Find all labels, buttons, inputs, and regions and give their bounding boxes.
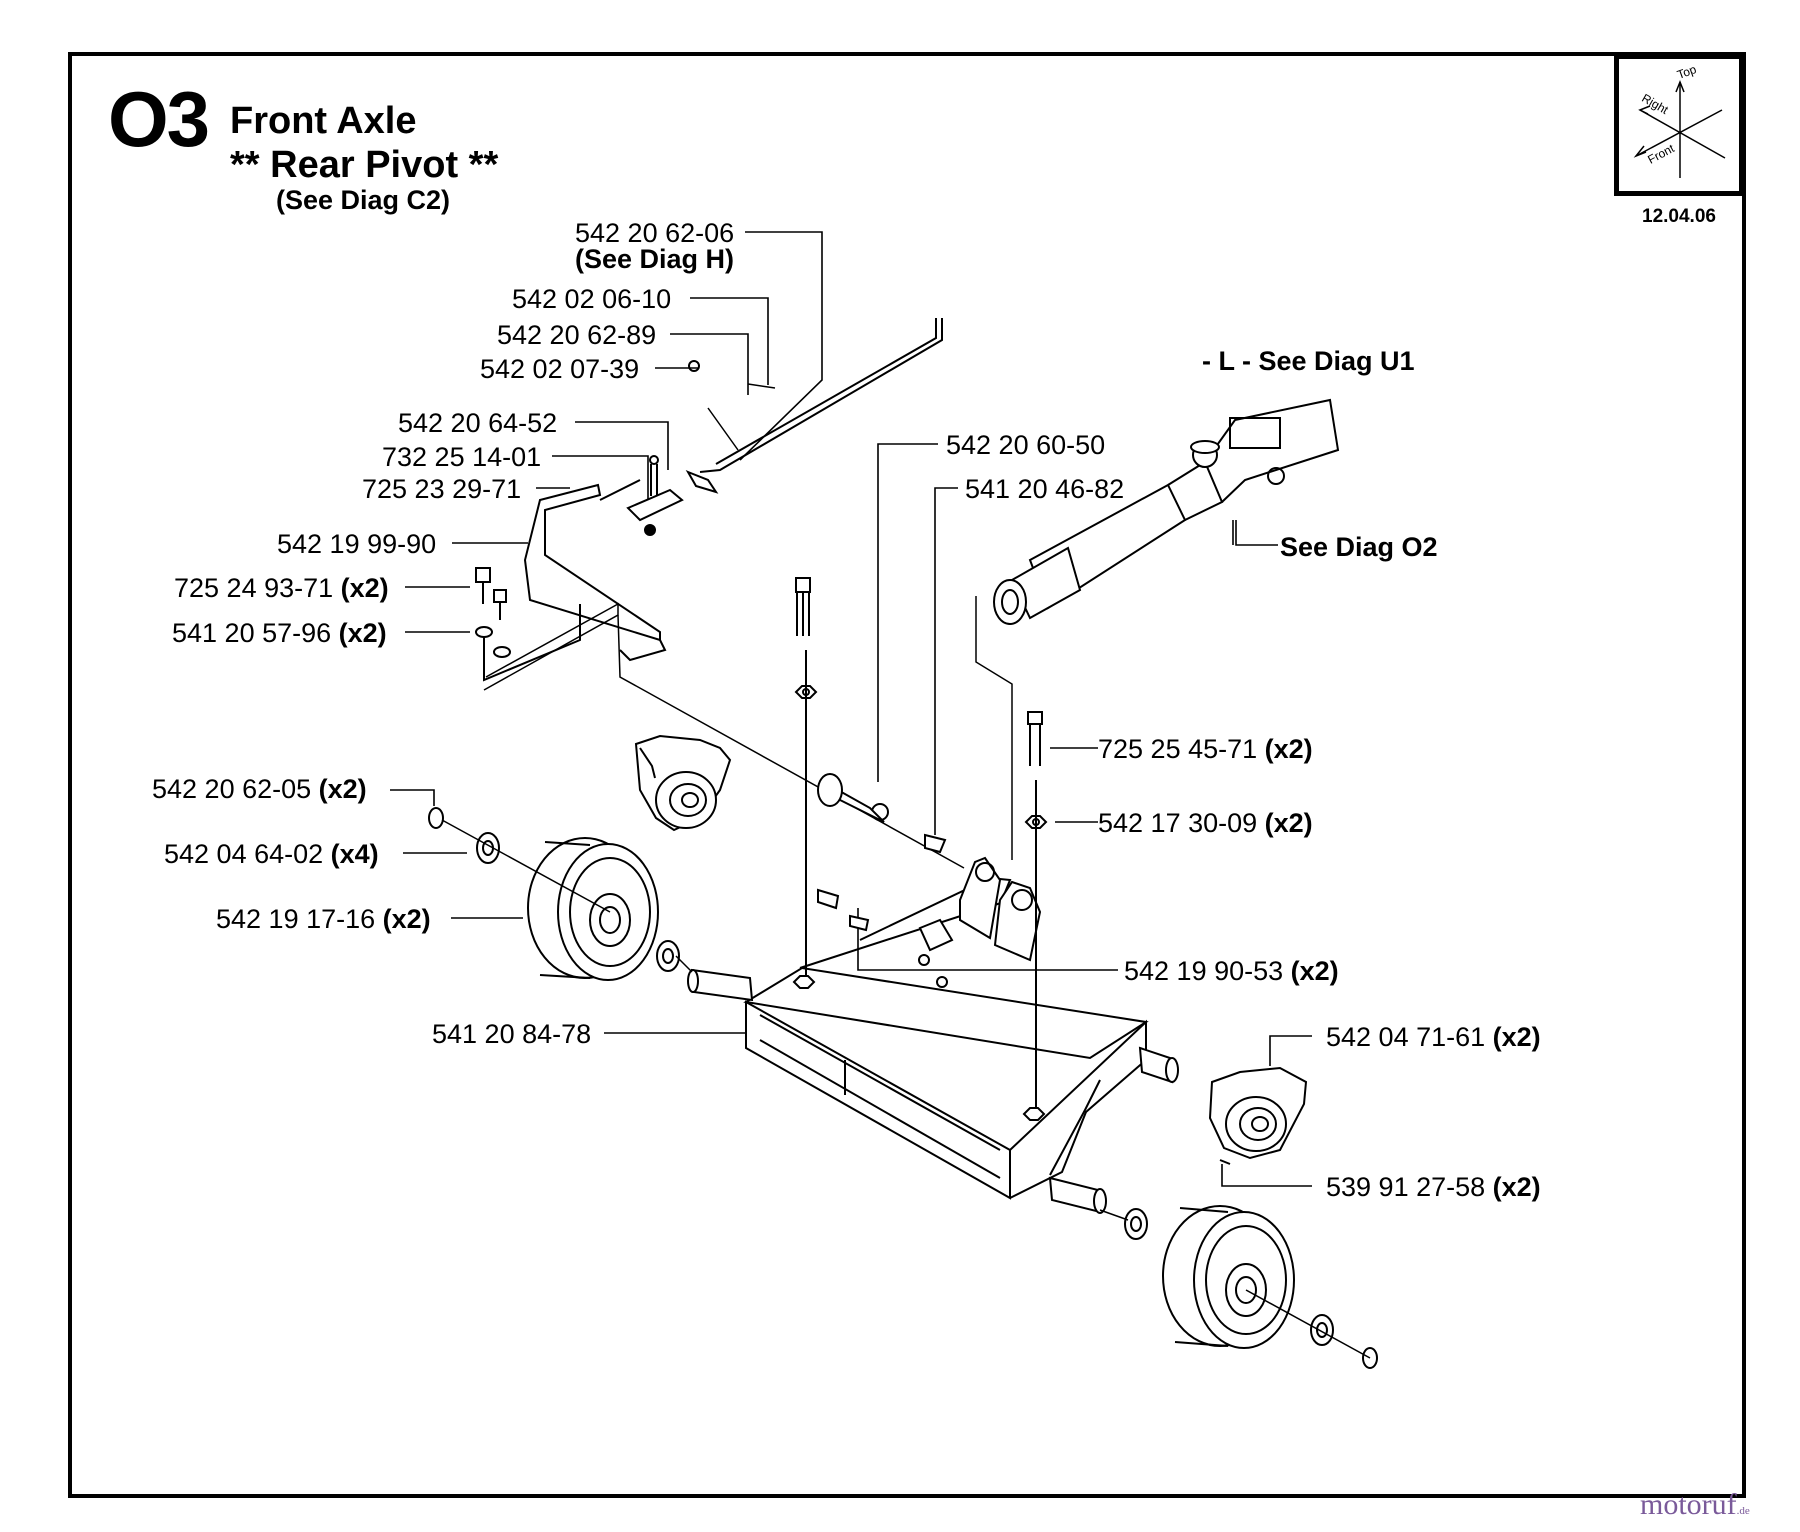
part-label: 541 20 46-82 (965, 474, 1125, 504)
diag-u1-reference: - L - See Diag U1 (1202, 346, 1415, 376)
pivot-bracket-outline (483, 596, 1013, 869)
part-label: 542 20 62-06 (575, 218, 735, 248)
diagram-subtitle-reference: (See Diag C2) (276, 185, 451, 215)
drag-link-rod (699, 318, 943, 473)
part-label: 542 19 17-16 (x2) (216, 904, 431, 934)
axle-beam (743, 876, 1149, 1200)
left-bearing-housing (634, 734, 732, 832)
leader-lines (390, 231, 1312, 1187)
washers-and-clips (428, 807, 1378, 1369)
part-label: 542 19 90-53 (x2) (1124, 956, 1339, 986)
part-label: 542 02 06-10 (512, 284, 672, 314)
right-bearing-housing (1208, 1066, 1308, 1165)
left-stub-axle (687, 968, 754, 1002)
part-label: 542 20 64-52 (398, 408, 558, 438)
right-stub-axle (1048, 1046, 1179, 1214)
orientation-right-label: Right (1639, 90, 1671, 118)
orientation-indicator: Top Right Front (1614, 54, 1744, 196)
pivot-posts (959, 856, 1042, 962)
part-label: 541 20 57-96 (x2) (172, 618, 387, 648)
part-label: 542 20 60-50 (946, 430, 1106, 460)
left-wheel (527, 837, 659, 981)
orientation-front-label: Front (1645, 141, 1677, 167)
part-label: 725 25 45-71 (x2) (1098, 734, 1313, 764)
diagram-frame (68, 52, 1746, 1498)
hardware-upper (475, 360, 1048, 1121)
diag-h-reference: (See Diag H) (575, 244, 735, 274)
part-label: 542 20 62-05 (x2) (152, 774, 367, 804)
part-label: 539 91 27-58 (x2) (1326, 1172, 1541, 1202)
bracket-plate (523, 479, 667, 662)
pivot-tube (993, 398, 1340, 625)
part-label: 541 20 84-78 (432, 1019, 592, 1049)
diag-o2-reference: See Diag O2 (1280, 532, 1438, 562)
part-label: 725 24 93-71 (x2) (174, 573, 389, 603)
orientation-top-label: Top (1675, 62, 1699, 82)
part-label: 542 04 64-02 (x4) (164, 839, 379, 869)
right-wheel (1162, 1205, 1295, 1349)
revision-date: 12.04.06 (1642, 206, 1716, 227)
watermark-logo: motoruf.de (1640, 1488, 1750, 1521)
part-label: 542 17 30-09 (x2) (1098, 808, 1313, 838)
part-label: 542 02 07-39 (480, 354, 640, 384)
diagram-subtitle: ** Rear Pivot ** (230, 144, 499, 186)
part-label: 732 25 14-01 (382, 442, 542, 472)
compass-lines (1633, 79, 1726, 178)
part-label: 542 20 62-89 (497, 320, 657, 350)
diagram-code: O3 (108, 75, 210, 163)
part-label: 725 23 29-71 (362, 474, 522, 504)
part-label: 542 19 99-90 (277, 529, 437, 559)
part-label: 542 04 71-61 (x2) (1326, 1022, 1541, 1052)
diagram-title: Front Axle (230, 100, 417, 142)
